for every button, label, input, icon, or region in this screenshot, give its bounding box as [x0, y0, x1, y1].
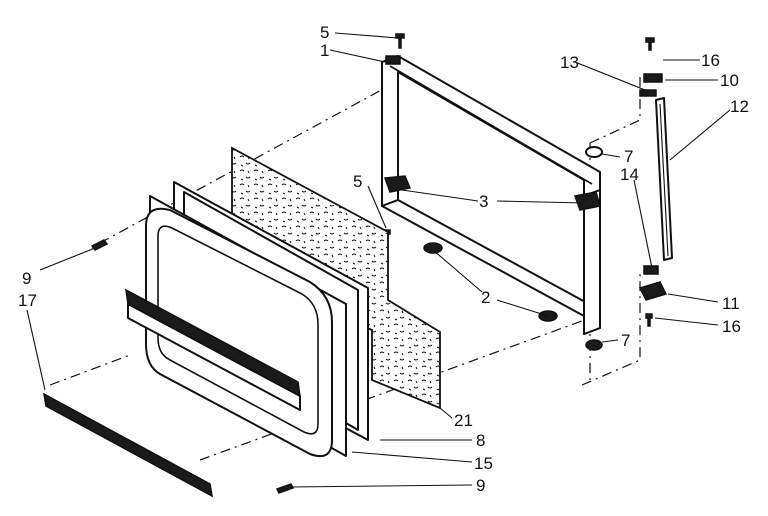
callout-16-bottom: 16: [722, 317, 741, 336]
callout-12: 12: [730, 97, 749, 116]
door-liner: [125, 195, 347, 458]
callout-7-bottom: 7: [621, 331, 630, 350]
callout-2: 2: [481, 288, 490, 307]
callout-16-top: 16: [701, 51, 720, 70]
callout-8: 8: [476, 431, 485, 450]
shelf-bar: [43, 392, 213, 498]
hinge-brackets: [383, 175, 601, 211]
callout-17: 17: [18, 291, 37, 310]
callout-21: 21: [454, 411, 473, 430]
callout-5-top: 5: [320, 23, 329, 42]
plugs: [585, 146, 603, 351]
callout-1: 1: [320, 41, 329, 60]
callout-15: 15: [474, 454, 493, 473]
hinge-rod: [655, 97, 673, 261]
callout-5-middle: 5: [353, 172, 362, 191]
callout-10: 10: [720, 71, 739, 90]
door-frame: [381, 55, 601, 335]
callout-14: 14: [620, 165, 639, 184]
callout-9-left: 9: [22, 269, 31, 288]
callout-9-bottom: 9: [476, 476, 485, 495]
callout-11: 11: [722, 294, 740, 313]
callout-7-top: 7: [624, 147, 633, 166]
callout-13: 13: [560, 53, 579, 72]
leader-lines: [26, 32, 731, 488]
hinge-parts: [638, 73, 668, 301]
callout-labels: 5 1 3 5 7 7 2 13 16 10 12 14 11 16 9 17 …: [18, 23, 749, 495]
callout-3: 3: [479, 192, 488, 211]
